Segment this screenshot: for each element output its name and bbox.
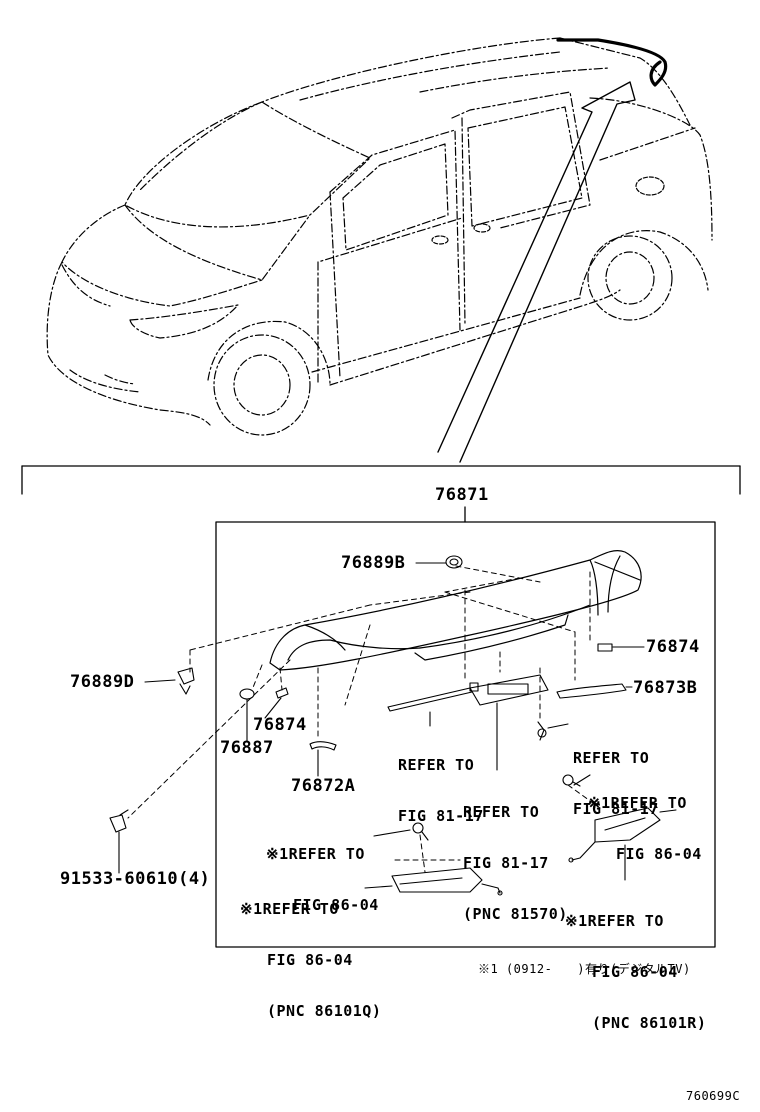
leader-lines [127,565,601,873]
reference-fig-81-17-a: REFER TO FIG 81-17 [398,756,484,825]
rear-spoiler-drawing [269,549,642,671]
part-label-76874-right: 76874 [646,637,700,657]
reference-fig-86-04-b: ※1REFER TO FIG 86-04 [266,845,379,914]
label-leaders [118,562,645,889]
part-label-76889d: 76889D [70,672,135,692]
small-parts [109,555,677,896]
part-label-76887: 76887 [220,738,274,758]
part-label-76873b: 76873B [633,678,698,698]
assembly-frame [215,521,716,948]
reference-fig-81-17-pnc-81570: REFER TO FIG 81-17 (PNC 81570) [463,803,568,923]
spoiler-highlight [556,38,668,87]
part-label-76889b: 76889B [341,553,406,573]
footnote: ※1 (0912- )有り(デジタルTV) [478,962,691,976]
assembly-bracket [21,465,741,523]
part-label-76871: 76871 [435,485,489,505]
reference-fig-86-04-pnc-86101q: ※1REFER TO FIG 86-04 (PNC 86101Q) [240,900,382,1020]
part-label-91533: 91533-60610(4) [60,869,211,889]
reference-fig-81-17-b: REFER TO FIG 81-17 [573,749,659,818]
part-label-76874-left: 76874 [253,715,307,735]
reference-fig-86-04-pnc-86101r: ※1REFER TO FIG 86-04 (PNC 86101R) [565,912,707,1032]
location-arrow [437,81,636,463]
vehicle-illustration [46,37,713,436]
catalog-id: 760699C [686,1089,741,1103]
part-label-76872a: 76872A [291,776,356,796]
reference-fig-86-04-a: ※1REFER TO FIG 86-04 [588,794,702,863]
